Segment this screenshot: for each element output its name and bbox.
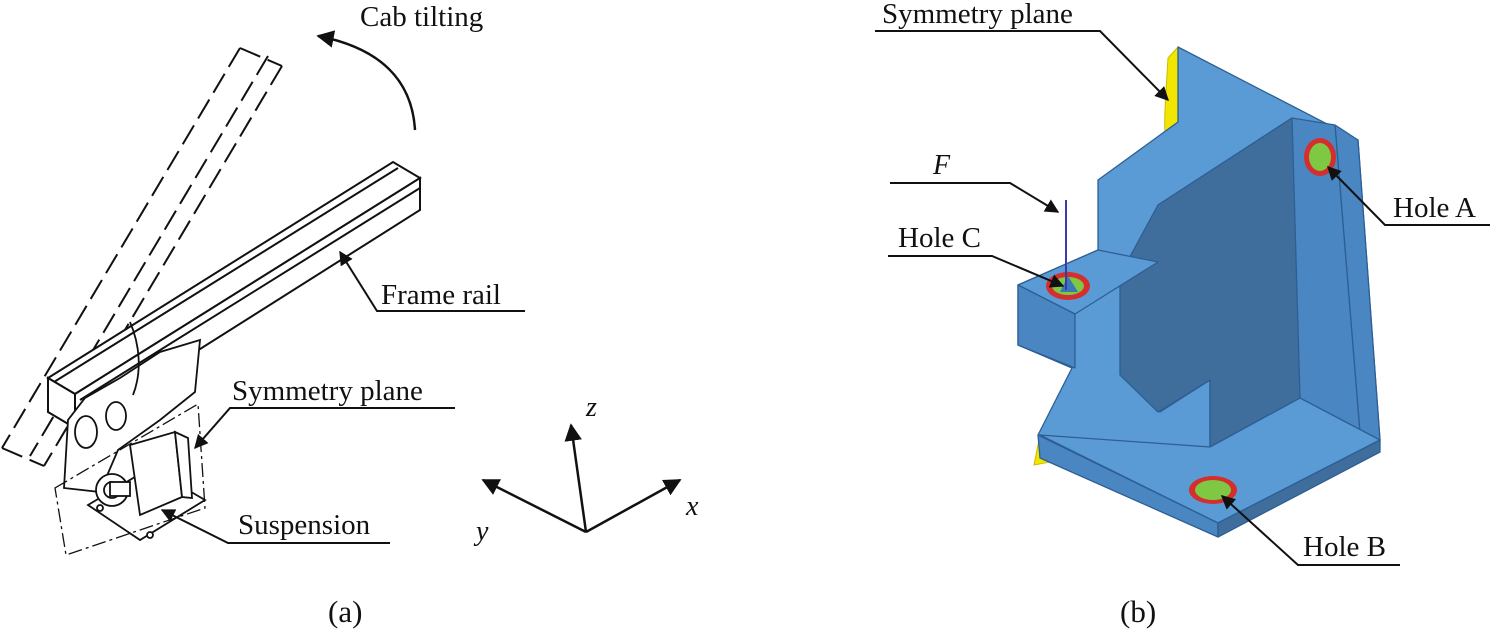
leader-hole-c (888, 255, 1065, 288)
label-symmetry-plane-b: Symmetry plane (882, 0, 1073, 30)
leader-hole-a (1327, 166, 1490, 226)
cab-tilting-arrow (316, 30, 417, 131)
hole-b (1189, 476, 1237, 504)
leader-hole-b (1220, 495, 1400, 566)
hinge-bracket-drawing (63, 321, 202, 493)
caption-a: (a) (328, 594, 362, 629)
axis-y (481, 478, 587, 534)
part-bottom-flange-right (1217, 439, 1381, 538)
leader-suspension (160, 509, 390, 544)
axis-x (585, 478, 682, 534)
label-hole-a: Hole A (1393, 192, 1476, 224)
symmetry-face-top (1164, 45, 1179, 133)
label-hole-b: Hole B (1303, 531, 1386, 563)
leader-force (890, 182, 1060, 213)
label-force: F (932, 150, 951, 181)
caption-b: (b) (1120, 594, 1156, 629)
axis-x-label: x (685, 491, 699, 522)
panel-b: Symmetry plane F Hole C Hole A Hole B (b… (875, 0, 1490, 629)
label-cab-tilting: Cab tilting (360, 1, 483, 33)
tilted-frame-rail-dashed (1, 47, 283, 467)
label-symmetry-plane-a: Symmetry plane (232, 375, 423, 407)
leader-symmetry-plane-b (875, 30, 1169, 101)
part-left-boss-front (1017, 284, 1076, 369)
axis-y-label: y (473, 516, 489, 547)
label-hole-c: Hole C (898, 222, 981, 254)
leader-symmetry-plane-a (194, 407, 455, 450)
panel-a: Cab tilting Frame rail Symmetry plane Su… (1, 1, 699, 629)
label-suspension: Suspension (238, 509, 371, 541)
symmetry-plane-outline (54, 402, 206, 556)
bracket-part (1017, 46, 1381, 538)
hole-c (1046, 272, 1090, 300)
part-inner-face (1119, 117, 1301, 448)
axis-z-label: z (585, 392, 597, 423)
suspension-drawing (86, 430, 207, 542)
axis-z (564, 423, 588, 533)
leader-frame-rail (339, 250, 525, 312)
label-frame-rail: Frame rail (381, 279, 501, 311)
coordinate-axes (481, 423, 682, 534)
